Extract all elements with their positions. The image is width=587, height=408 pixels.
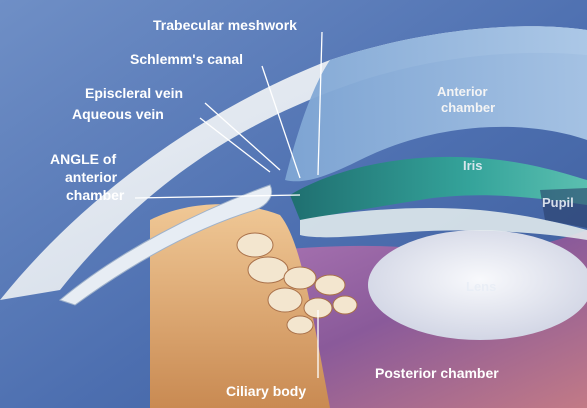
label-iris: Iris (463, 158, 483, 173)
label-anterior-line2: chamber (441, 100, 495, 115)
label-angle-line3: chamber (66, 187, 125, 203)
label-pupil: Pupil (542, 195, 574, 210)
label-lens: Lens (466, 279, 496, 294)
label-anterior-line1: Anterior (437, 84, 488, 99)
label-angle-line1: ANGLE of (50, 151, 116, 167)
label-posterior-chamber: Posterior chamber (375, 365, 499, 381)
label-trabecular-meshwork: Trabecular meshwork (153, 17, 297, 33)
label-schlemms-canal: Schlemm's canal (130, 51, 243, 67)
label-angle-line2: anterior (65, 169, 118, 185)
label-episcleral-vein: Episcleral vein (85, 85, 183, 101)
label-ciliary-body: Ciliary body (226, 383, 306, 399)
label-aqueous-vein: Aqueous vein (72, 106, 164, 122)
